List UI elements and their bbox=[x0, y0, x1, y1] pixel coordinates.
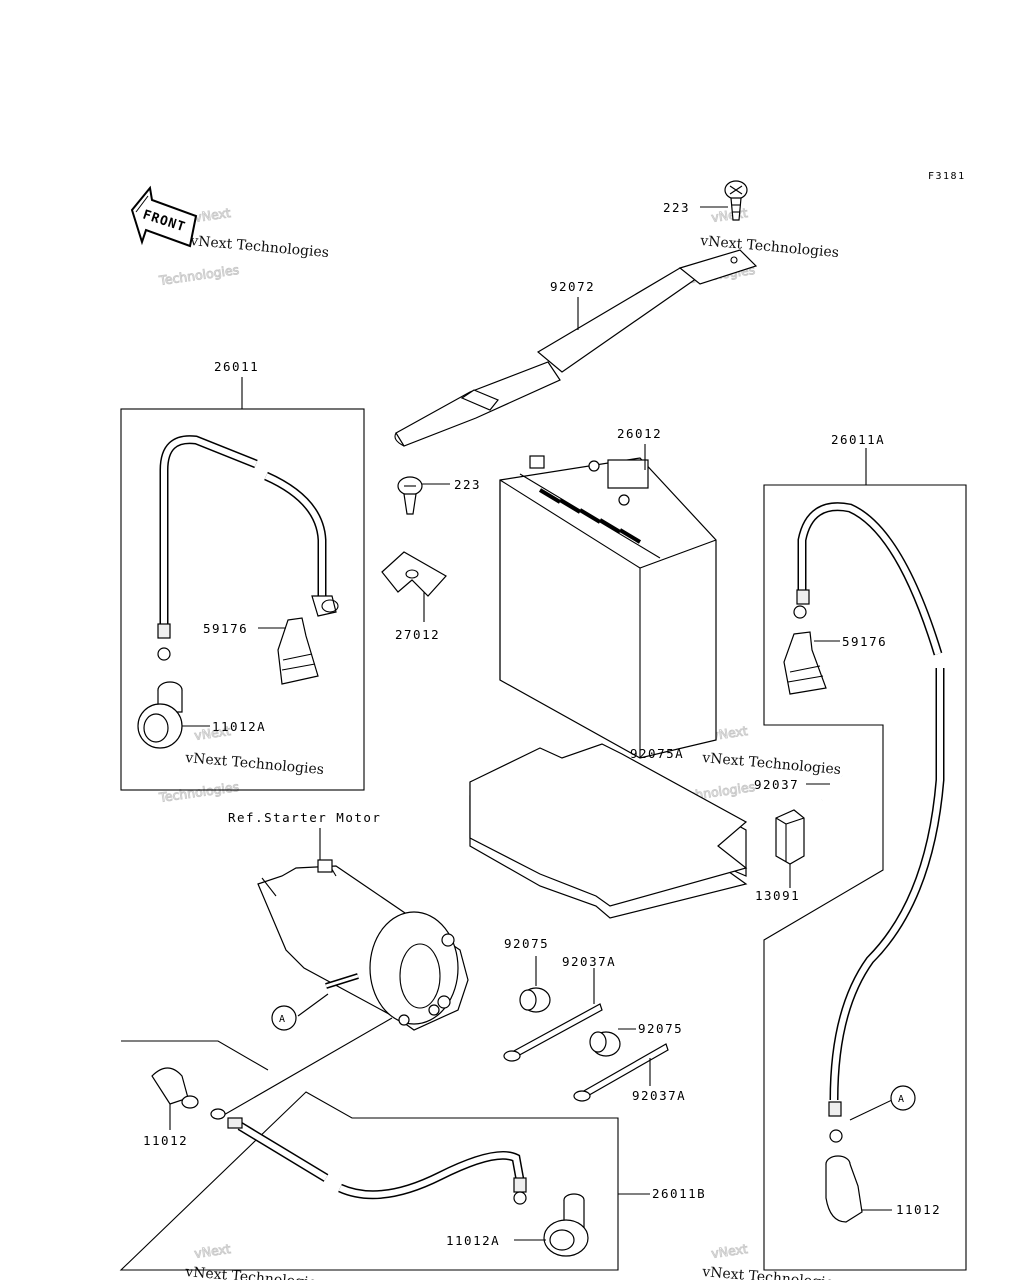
ref-starter-motor-label: Ref.Starter Motor bbox=[228, 810, 381, 825]
tray-pad-92075a bbox=[469, 743, 748, 919]
svg-text:vNext: vNext bbox=[710, 205, 748, 225]
label-92037a-2: 92037A bbox=[632, 1088, 686, 1103]
svg-text:vNext Technologies: vNext Technologies bbox=[184, 1264, 325, 1280]
boot-59176-left bbox=[277, 617, 319, 685]
pin-92037a-2 bbox=[573, 1043, 669, 1102]
label-223-mid: 223 bbox=[454, 477, 481, 492]
cap-11012a-left bbox=[137, 681, 183, 749]
svg-text:vNext: vNext bbox=[193, 1241, 231, 1261]
cap-11012a-bottom bbox=[543, 1193, 589, 1257]
bolt-223-top bbox=[724, 180, 748, 221]
label-27012: 27012 bbox=[395, 627, 440, 642]
svg-text:vNext Technologies: vNext Technologies bbox=[184, 750, 325, 778]
svg-text:Technologies: Technologies bbox=[157, 262, 240, 288]
watermark-mid-left: vNext Technologies vNext Technologies bbox=[157, 723, 325, 806]
front-arrow-icon: FRONT bbox=[130, 185, 198, 248]
svg-text:vNext: vNext bbox=[193, 205, 231, 225]
svg-text:vNext: vNext bbox=[710, 723, 748, 743]
label-59176-left: 59176 bbox=[203, 621, 248, 636]
figure-id: F3181 bbox=[928, 171, 966, 182]
watermark-bottom-right: vNext vNext Technologies bbox=[701, 1241, 842, 1285]
bracket-27012 bbox=[381, 551, 447, 597]
boot-59176-right bbox=[783, 631, 827, 695]
cable-26011a bbox=[793, 502, 945, 1143]
label-26011b: 26011B bbox=[652, 1186, 706, 1201]
group-box-26011b bbox=[119, 1040, 619, 1271]
grommet-13091 bbox=[775, 809, 805, 865]
watermark-bottom-left: vNext vNext Technologies bbox=[184, 1241, 325, 1285]
label-92072: 92072 bbox=[550, 279, 595, 294]
label-11012a-left: 11012A bbox=[212, 719, 266, 734]
battery-26012 bbox=[499, 455, 717, 759]
svg-text:A: A bbox=[279, 1014, 285, 1025]
svg-text:vNext: vNext bbox=[710, 1241, 748, 1261]
svg-text:vNext: vNext bbox=[193, 723, 231, 743]
label-11012-bottom: 11012 bbox=[143, 1133, 188, 1148]
label-92075-1: 92075 bbox=[504, 936, 549, 951]
svg-text:vNext Technologies: vNext Technologies bbox=[701, 750, 842, 778]
cable-26011 bbox=[157, 435, 339, 661]
cable-26011b bbox=[210, 1108, 527, 1205]
label-11012-right: 11012 bbox=[896, 1202, 941, 1217]
pin-92037a-1 bbox=[503, 1003, 603, 1062]
starter-motor bbox=[257, 859, 469, 1031]
label-59176-right: 59176 bbox=[842, 634, 887, 649]
label-26011: 26011 bbox=[214, 359, 259, 374]
label-223-top: 223 bbox=[663, 200, 690, 215]
damper-92075-1 bbox=[519, 987, 551, 1013]
svg-text:Technologies: Technologies bbox=[157, 779, 240, 805]
label-26012: 26012 bbox=[617, 426, 662, 441]
label-26011a: 26011A bbox=[831, 432, 885, 447]
label-92075-2: 92075 bbox=[638, 1021, 683, 1036]
label-92075a: 92075A bbox=[630, 746, 684, 761]
svg-text:vNext Technologies: vNext Technologies bbox=[701, 1264, 842, 1280]
svg-text:vNext Technologies: vNext Technologies bbox=[189, 233, 330, 261]
label-92037a-1: 92037A bbox=[562, 954, 616, 969]
damper-92075-2 bbox=[589, 1031, 621, 1057]
label-92037: 92037 bbox=[754, 777, 799, 792]
clamp-92037 bbox=[819, 774, 865, 830]
cap-11012-right bbox=[825, 1155, 863, 1223]
svg-text:A: A bbox=[898, 1094, 904, 1105]
cap-11012-bottom bbox=[151, 1067, 199, 1109]
callout-a-right bbox=[890, 1085, 916, 1111]
label-11012a-bottom: 11012A bbox=[446, 1233, 500, 1248]
bolt-223-mid bbox=[397, 476, 423, 515]
label-13091: 13091 bbox=[755, 888, 800, 903]
callout-a-left bbox=[271, 1005, 297, 1031]
battery-strap-92072 bbox=[394, 249, 758, 447]
group-box-26011a bbox=[763, 484, 967, 1271]
